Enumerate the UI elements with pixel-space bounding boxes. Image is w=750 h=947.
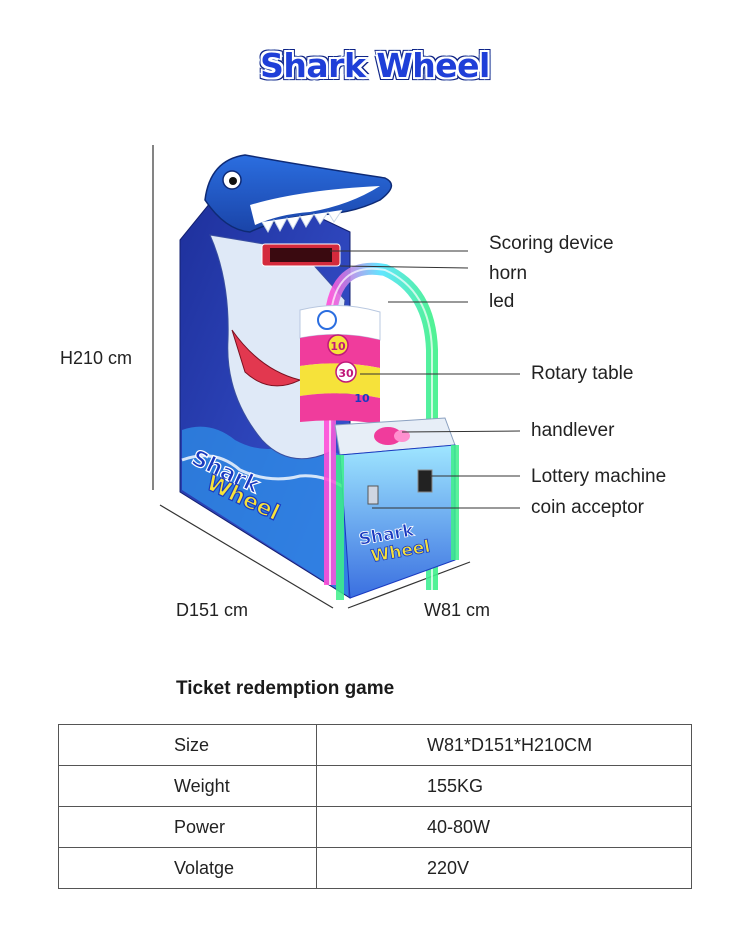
wheel-value: 10 — [330, 340, 346, 353]
spec-key: Volatge — [58, 847, 317, 889]
shark-head — [204, 154, 393, 233]
wheel-badge — [327, 334, 349, 356]
spec-key: Weight — [58, 765, 317, 807]
handle-lever — [374, 427, 402, 445]
callout-rotary-table: Rotary table — [531, 363, 634, 384]
wheel-badge — [317, 310, 337, 330]
wheel-value: 30 — [338, 367, 354, 380]
callout-line-handlever — [401, 430, 521, 433]
spec-table: Size W81*D151*H210CM Weight 155KG Power … — [58, 724, 692, 889]
spec-value: 220V — [316, 847, 692, 889]
rotary-wheel: 10 30 10 — [299, 305, 381, 424]
depth-label: D151 cm — [176, 600, 249, 620]
width-dimension-line — [347, 561, 471, 609]
cabinet-waves — [182, 426, 348, 596]
spec-value: 155KG — [316, 765, 692, 807]
table-row: Volatge 220V — [58, 847, 692, 889]
depth-dimension-line — [159, 504, 334, 609]
callout-handlever: handlever — [531, 420, 615, 441]
spec-value: 40-80W — [316, 806, 692, 848]
wheel-value: 10 — [354, 392, 370, 405]
callout-lottery-machine: Lottery machine — [531, 466, 667, 487]
callout-scoring-device: Scoring device — [489, 233, 614, 254]
width-label: W81 cm — [424, 600, 491, 620]
coin-slot — [367, 485, 379, 505]
table-row: Size W81*D151*H210CM — [58, 724, 692, 766]
callout-line-horn — [339, 265, 469, 269]
spec-key: Power — [58, 806, 317, 848]
table-row: Power 40-80W — [58, 806, 692, 848]
ticket-dispenser — [417, 469, 433, 493]
wheel-badge — [335, 361, 357, 383]
spec-value: W81*D151*H210CM — [316, 724, 692, 766]
callout-horn: horn — [489, 263, 528, 284]
callout-coin-acceptor: coin acceptor — [531, 497, 645, 518]
page-title: Shark Wheel — [260, 46, 490, 85]
spec-key: Size — [58, 724, 317, 766]
callout-led: led — [489, 291, 515, 312]
table-row: Weight 155KG — [58, 765, 692, 807]
height-label: H210 cm — [60, 348, 133, 368]
spec-heading: Ticket redemption game — [176, 678, 395, 699]
